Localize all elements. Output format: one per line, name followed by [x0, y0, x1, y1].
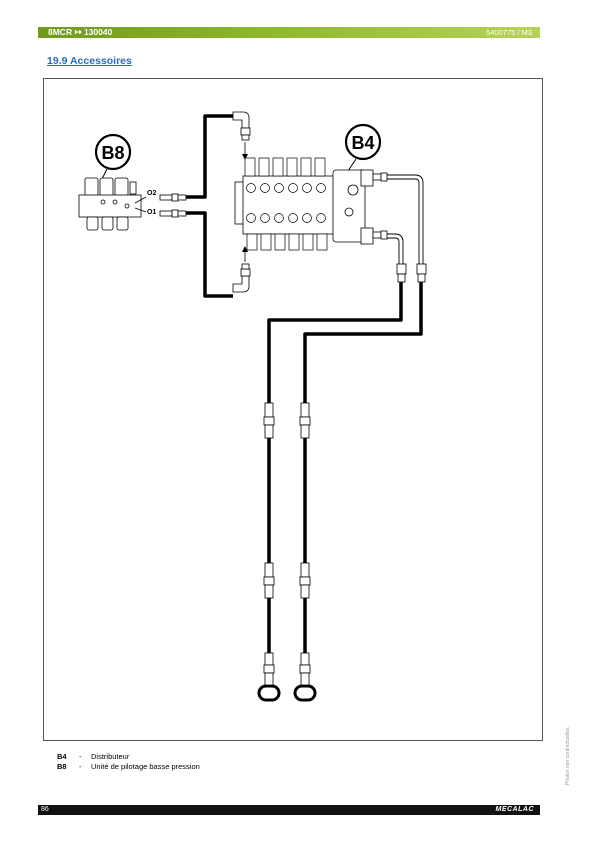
elbow-fittings	[232, 111, 251, 293]
header-bar: 8MCR ↦ 130040 5400775 / M3	[38, 27, 540, 38]
side-note: Photos non contractuelles.	[565, 726, 571, 785]
valve-outlets	[372, 172, 388, 240]
b8-label: B8	[101, 143, 124, 163]
header-doc-ref: 5400775 / M3	[486, 28, 532, 37]
b8-callout: B8	[94, 133, 132, 182]
diagram-frame	[43, 78, 543, 741]
header-model: 8MCR ↦ 130040	[48, 27, 113, 37]
hose-couplings	[263, 402, 311, 674]
b4-callout: B4	[344, 123, 382, 175]
legend-row-b4: B4 - Distributeur	[57, 752, 130, 761]
section-title: 19.9 Accessoires	[47, 55, 132, 67]
valve-sections	[244, 157, 328, 251]
page-number: 86	[41, 806, 49, 813]
distributor-b4	[234, 169, 374, 245]
footer-bar: 86 MECALAC	[38, 805, 540, 815]
legend: B4 - Distributeur B8 - Unité de pilotage…	[57, 752, 200, 772]
pilot-unit-b8	[78, 177, 142, 231]
port-o2-label: O2	[147, 190, 156, 197]
pilot-hoses	[186, 114, 233, 298]
legend-row-b8: B8 - Unité de pilotage basse pression	[57, 762, 200, 771]
b8-fittings	[159, 193, 187, 218]
port-o1-label: O1	[147, 209, 156, 216]
header-serial: 130040	[83, 27, 113, 37]
hydraulic-diagram: B8 B4 O2 O1	[78, 111, 427, 702]
return-hoses	[267, 282, 423, 653]
thin-pipes	[387, 174, 424, 264]
pipe-fittings	[396, 263, 427, 283]
brand-logo: MECALAC	[495, 806, 534, 813]
b4-label: B4	[351, 133, 374, 153]
hose-end-loops	[257, 684, 317, 702]
